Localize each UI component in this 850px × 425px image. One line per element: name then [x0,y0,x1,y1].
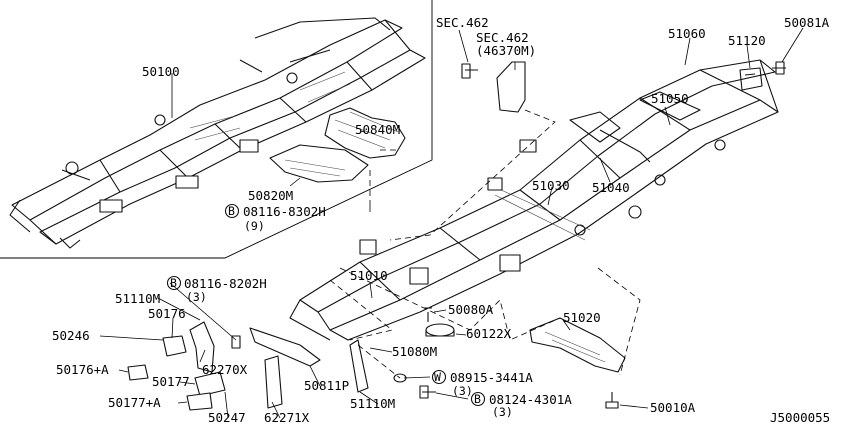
label-50820m: 50820M [248,188,293,203]
main-frame-drawing [289,59,779,341]
label-51060: 51060 [668,26,706,41]
label-50010a: 50010A [650,400,696,415]
diagram-id: J5000055 [770,410,830,425]
leader-lines [99,27,804,419]
label-08116-8202h-qty: (3) [186,290,207,304]
bolt-symbol-circle-3 [470,391,486,407]
washer-symbol-08915-3441a: W [434,370,441,384]
label-08915-3441a: 08915-3441A [450,370,533,385]
label-50176: 50176 [148,306,186,321]
label-51110m-b: 51110M [350,396,395,411]
hook-51120-drawing [739,61,786,91]
label-51010: 51010 [350,268,388,283]
label-51110m-a: 51110M [115,291,160,306]
label-sec462-a: SEC.462 [436,15,489,30]
label-08915-3441a-qty: (3) [452,384,473,398]
label-50840m: 50840M [355,122,400,137]
frame-50100-drawing [9,17,426,249]
sec462-bracket-drawing [461,61,526,113]
label-sec462-b: SEC.462 [476,30,529,45]
label-62270x: 62270X [202,362,248,377]
label-50100: 50100 [142,64,180,79]
label-50246: 50246 [52,328,90,343]
label-08116-8302h: 08116-8302H [243,204,326,219]
inset-frame-line [0,0,433,259]
label-08116-8202h: 08116-8202H [184,276,267,291]
label-51020: 51020 [563,310,601,325]
bolt-symbol-circle [224,203,240,219]
label-50177: 50177 [152,374,190,389]
dashed-guides [329,109,641,379]
label-62271x: 62271X [264,410,310,425]
label-51120: 51120 [728,33,766,48]
label-08124-4301a-qty: (3) [492,405,513,419]
label-51080m: 51080M [392,344,437,359]
bracket-group-drawing [127,321,436,411]
label-51040: 51040 [592,180,630,195]
label-50177a: 50177+A [108,395,161,410]
label-51030: 51030 [532,178,570,193]
skid-plates-drawing [269,107,406,183]
label-50176a: 50176+A [56,362,109,377]
mount-60122x-drawing [424,307,455,337]
label-08116-8302h-qty: (9) [244,219,265,233]
bolt-symbol-08116-8202h: B [170,276,177,290]
label-08124-4301a: 08124-4301A [489,392,572,407]
label-50081a: 50081A [784,15,830,30]
label-46370m: (46370M) [476,43,536,58]
washer-symbol-circle [431,369,447,385]
bolt-symbol-circle-2 [166,275,182,291]
label-50811p: 50811P [304,378,349,393]
bolt-symbol-08124-4301a: B [474,392,481,406]
label-51050: 51050 [651,91,689,106]
label-50247: 50247 [208,410,246,425]
label-50080a: 50080A [448,302,494,317]
bolt-symbol-08116-8302h: B [228,204,235,218]
crossmember-51020-drawing [529,317,626,409]
label-60122x: 60122X [466,326,512,341]
